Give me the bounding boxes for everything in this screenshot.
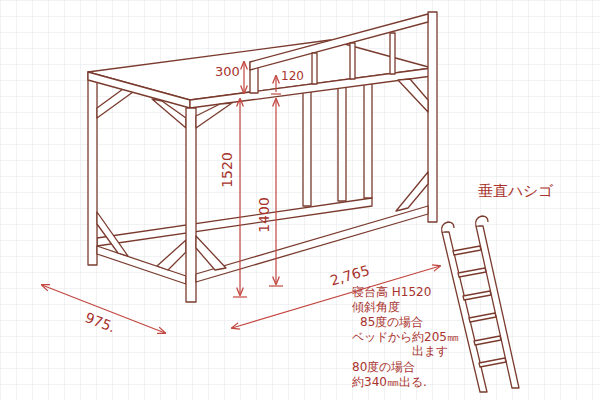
corner-brace [196, 103, 232, 128]
front-bottom-rail [196, 206, 428, 282]
front-right-post [428, 12, 437, 222]
extension-line [271, 93, 281, 94]
note-line: ベッドから約205㎜ [352, 331, 459, 344]
dimension-line [239, 99, 240, 295]
dimension-value: 1520 [220, 152, 235, 188]
ladder-rung [453, 246, 506, 367]
back-left-post [88, 72, 97, 265]
front-left-post [186, 108, 196, 302]
dimension-value: 1400 [257, 197, 272, 233]
note-line: 傾斜角度 [352, 301, 400, 314]
dimension-line [275, 76, 276, 92]
note-line: 85度の場合 [360, 316, 423, 329]
part-name: 垂直ハシゴ [478, 183, 553, 200]
dimension-value: 300 [215, 65, 240, 79]
ladder-rail [442, 232, 487, 392]
corner-brace [196, 236, 226, 270]
platform-end-band [88, 72, 190, 108]
ladder-hook [442, 216, 488, 232]
note-line: 出ます [412, 345, 448, 358]
dimension-value: 975. [83, 310, 118, 336]
extension-line [269, 285, 283, 286]
dimension-line [243, 62, 244, 93]
guard-picket [390, 33, 395, 74]
note-line: 約340㎜出る. [352, 376, 427, 389]
extension-line [233, 296, 247, 297]
note-line: 寝台高 H1520 [352, 286, 431, 299]
guard-picket [350, 43, 355, 79]
corner-brace [97, 212, 128, 256]
corner-brace [157, 240, 186, 270]
corner-brace [398, 79, 428, 112]
dimension-value: 120 [281, 70, 304, 83]
guard-picket [312, 53, 317, 84]
corner-brace [396, 172, 428, 211]
note-line: 80度の場合 [352, 361, 415, 374]
dimension-line [275, 99, 276, 284]
corner-brace [97, 89, 133, 118]
guard-top-rail [250, 14, 428, 70]
